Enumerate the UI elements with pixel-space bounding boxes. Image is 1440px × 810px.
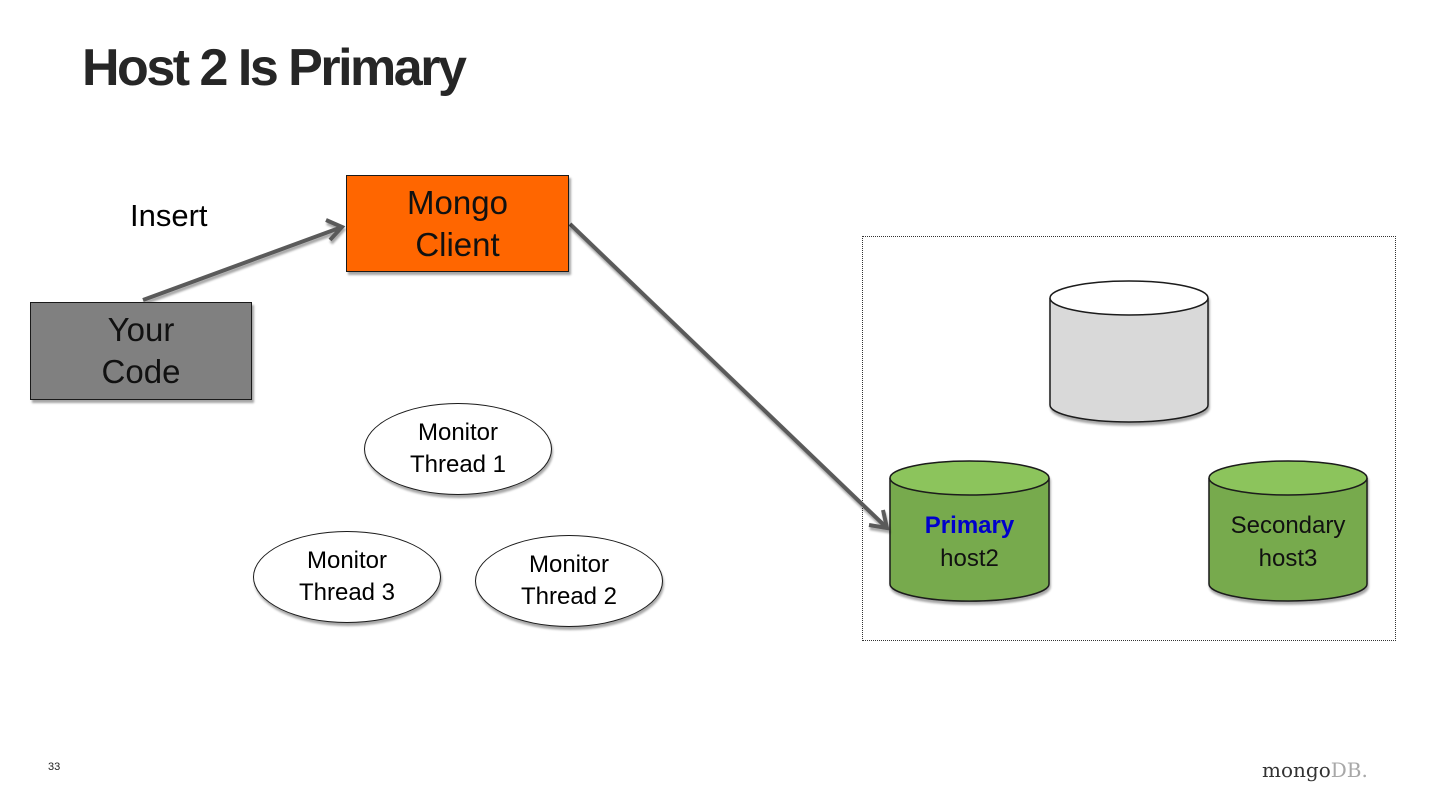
primary-role: Primary xyxy=(924,512,1015,539)
logo-mongo: mongo xyxy=(1262,758,1331,782)
page-number: 33 xyxy=(48,761,61,773)
monitor-thread-2[interactable]: Monitor Thread 2 xyxy=(475,535,663,627)
secondary-node-label: Secondary host3 xyxy=(1209,509,1367,575)
logo-db: DB. xyxy=(1330,758,1368,782)
monitor-thread-2-line2: Thread 2 xyxy=(520,583,618,610)
replica-set-boundary xyxy=(862,236,1396,641)
monitor-thread-3-line2: Thread 3 xyxy=(298,579,396,606)
primary-node-label: Primary host2 xyxy=(890,509,1049,575)
your-code-line2: Code xyxy=(101,353,181,390)
client-to-primary-arrow xyxy=(568,222,890,531)
monitor-thread-2-line1: Monitor xyxy=(528,551,610,578)
secondary-role: Secondary xyxy=(1230,512,1346,539)
monitor-thread-3-line1: Monitor xyxy=(306,547,388,574)
mongo-client-box[interactable]: Mongo Client xyxy=(346,175,569,272)
your-code-box[interactable]: Your Code xyxy=(30,302,252,400)
primary-host: host2 xyxy=(940,545,999,572)
monitor-thread-3[interactable]: Monitor Thread 3 xyxy=(253,531,441,623)
monitor-thread-1[interactable]: Monitor Thread 1 xyxy=(364,403,552,495)
mongo-client-line2: Client xyxy=(415,225,500,263)
secondary-host: host3 xyxy=(1258,545,1318,572)
mongo-client-line1: Mongo xyxy=(407,183,508,221)
slide-title: Host 2 Is Primary xyxy=(82,39,467,97)
monitor-thread-1-line2: Thread 1 xyxy=(409,451,507,478)
insert-label: Insert xyxy=(130,198,208,233)
your-code-line1: Your xyxy=(107,311,175,348)
monitor-thread-1-line1: Monitor xyxy=(417,419,499,446)
mongodb-logo: mongoDB. xyxy=(1262,758,1368,782)
